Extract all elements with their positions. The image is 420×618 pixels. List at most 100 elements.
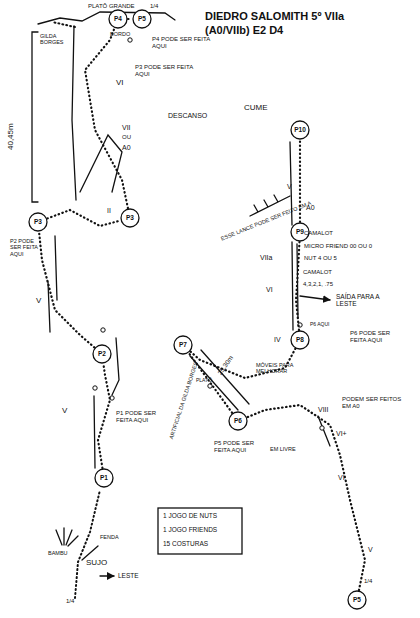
topo-note: 1/4 [364,578,372,585]
topo-note: OU [122,134,131,141]
station-circle [174,336,192,354]
station-label: P8 [290,330,310,350]
belay-station: P3 [120,208,140,228]
station-label: P6 [228,411,248,431]
crack-line [292,242,293,330]
crack-line [48,282,50,332]
topo-note: P6 PODE SER FEITA AQUI [350,330,405,344]
topo-note: IV [274,336,281,344]
topo-note: MÓVEIS PARA MELHORAR [256,362,301,375]
direction-arrow [100,575,114,576]
route-line [296,242,299,330]
station-circle [29,213,47,231]
belay-station: P2 [92,344,112,364]
topo-note: P4 PODE SER FEITA AQUI [152,36,212,50]
route-line [98,364,110,468]
topo-note: VIIa [260,254,272,262]
station-label: P3 [120,208,140,228]
topo-note: PODEM SER FEITOS EM A0 [342,396,404,410]
belay-station: P5 [132,9,152,29]
topo-note: II [107,207,111,215]
topo-note: VI [338,474,345,482]
station-label: P2 [92,344,112,364]
bolts [93,38,324,430]
route-line [85,28,128,208]
plateau-edge [38,12,175,24]
topo-note: PLATÔ GRANDE [88,3,135,10]
crack-line [297,244,298,318]
crack-line [55,236,57,300]
topo-note: 40,45m [6,123,15,150]
crack-line [318,416,330,446]
route-line [189,353,232,413]
topo-note: P3 PODE SER FEITA AQUI [135,64,195,78]
topo-note: VI [266,286,273,294]
bolt-symbol [320,426,324,430]
route-line [190,349,295,378]
topo-note: PLATÔ [196,378,212,384]
dihedral-line [80,135,122,192]
station-circle [121,209,139,227]
belay-station: P5 [347,590,367,610]
rock-features [32,12,330,598]
topo-note: VI+ [336,430,347,438]
topo-note: VIII [318,406,329,414]
topo-note: 1 JOGO FRIENDS [163,526,217,533]
bolt-symbol [110,396,114,400]
topo-note: 1/4 [66,598,74,605]
topo-note: CAMALOT [304,230,333,237]
topo-note: EM LIVRE [270,446,300,452]
bamboo-symbol [56,528,78,546]
station-circle [109,10,127,28]
variant-route [52,22,75,27]
station-circle [93,345,111,363]
station-label: P5 [132,9,152,29]
route-line [247,405,365,590]
topo-note: V [36,296,41,305]
station-label: P3 [28,212,48,232]
station-label: P4 [108,9,128,29]
topo-note: LESTE [118,572,139,579]
belay-station: P6 [228,411,248,431]
topo-note: P6 AQUI [310,322,329,328]
route-line [39,232,94,348]
topo-note: MICRO FRIEND 00 OU 0 [304,243,372,250]
dihedral-line [72,26,76,200]
topo-note: V [287,183,292,191]
gear-table [158,508,242,554]
topo-note: NUT 4 OU 5 [304,255,337,262]
topo-note: BAMBU [48,550,68,556]
belay-station: P1 [94,468,114,488]
bolt-symbol [101,328,105,332]
station-circle [95,469,113,487]
crack-line [94,396,95,468]
belay-station: P7 [173,335,193,355]
topo-note: BORDO [110,31,130,37]
station-circle [291,331,309,349]
topo-note: GILDA BORGES [40,33,70,46]
topo-note: P2 PODE SER FEITA AQUI [10,238,46,257]
topo-note: VI [116,78,124,87]
route-line [299,140,301,222]
crack-line [82,546,98,560]
station-circle [291,121,309,139]
topo-note: 15 COSTURAS [163,540,208,547]
topo-note: V [62,406,67,415]
height-bracket [32,32,38,202]
topo-note: P5 PODE SER FEITA AQUI [214,440,264,454]
topo-note: ARTIFICIAL DA GILDA BORGES [168,361,199,440]
crack-line [112,338,119,395]
belay-station: P10 [290,120,310,140]
route-line [128,18,132,20]
topo-note: 25,30m [216,354,235,376]
bolt-symbol [298,323,302,327]
topo-note: VII [122,124,131,132]
station-label: P7 [173,335,193,355]
belay-station: P8 [290,330,310,350]
route-title: DIEDRO SALOMITH 5º VIIa (A0/VIIb) E2 D4 [205,10,390,38]
bolt-symbol [128,38,132,42]
station-label: P1 [94,468,114,488]
topo-note: DESCANSO [168,112,207,120]
